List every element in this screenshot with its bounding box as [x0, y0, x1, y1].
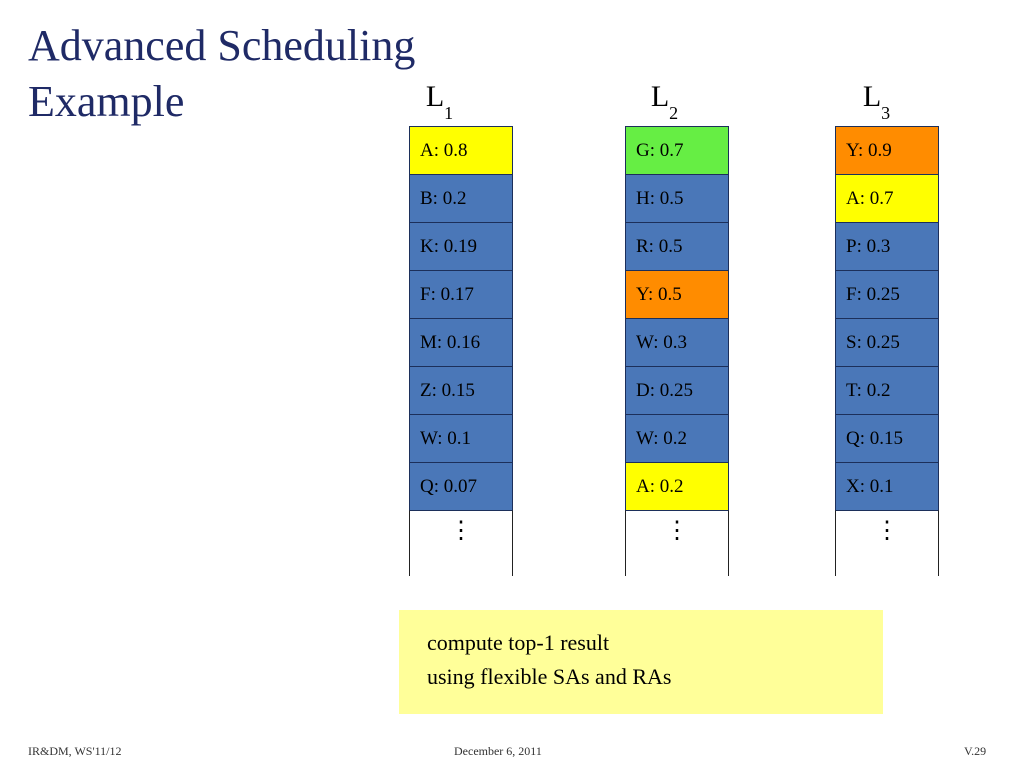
list-subscript: 3 [881, 103, 891, 123]
list-entry: W: 0.2 [625, 414, 729, 462]
list-entry: G: 0.7 [625, 126, 729, 174]
list-name: L [425, 80, 445, 113]
list-entry: Q: 0.07 [409, 462, 513, 510]
list-name: L [650, 80, 670, 113]
list-entry: B: 0.2 [409, 174, 513, 222]
footer-slide-number: V.29 [964, 744, 987, 758]
list-header-l2: L2 [612, 78, 717, 126]
title-line-2: Example [28, 77, 185, 126]
callout-line-2: using flexible SAs and RAs [427, 664, 672, 689]
list-entry: P: 0.3 [835, 222, 939, 270]
callout-line-1: compute top-1 result [427, 630, 610, 655]
list-continuation-ellipsis: ⋮ [835, 510, 939, 576]
footer-course: IR&DM, WS'11/12 [28, 744, 122, 758]
list-entry: F: 0.25 [835, 270, 939, 318]
list-entry: W: 0.3 [625, 318, 729, 366]
list-entry: A: 0.8 [409, 126, 513, 174]
list-header-l3: L3 [824, 78, 929, 126]
slide-title: Advanced Scheduling Example [28, 18, 415, 130]
footer-date: December 6, 2011 [454, 744, 542, 758]
list-subscript: 1 [444, 103, 454, 123]
list-continuation-ellipsis: ⋮ [625, 510, 729, 576]
list-name: L [862, 80, 882, 113]
list-entry: W: 0.1 [409, 414, 513, 462]
list-entry: A: 0.7 [835, 174, 939, 222]
list-entry: T: 0.2 [835, 366, 939, 414]
list-entry: Y: 0.5 [625, 270, 729, 318]
list-entry: Y: 0.9 [835, 126, 939, 174]
list-header-l1: L1 [387, 78, 492, 126]
list-entry: D: 0.25 [625, 366, 729, 414]
list-entry: X: 0.1 [835, 462, 939, 510]
list-entry: Q: 0.15 [835, 414, 939, 462]
list-entry: R: 0.5 [625, 222, 729, 270]
list-entry: A: 0.2 [625, 462, 729, 510]
title-line-1: Advanced Scheduling [28, 21, 416, 70]
list-entry: S: 0.25 [835, 318, 939, 366]
score-list-l3: Y: 0.9 A: 0.7 P: 0.3 F: 0.25 S: 0.25 T: … [835, 126, 939, 576]
list-entry: K: 0.19 [409, 222, 513, 270]
list-entry: Z: 0.15 [409, 366, 513, 414]
score-list-l2: G: 0.7 H: 0.5 R: 0.5 Y: 0.5 W: 0.3 D: 0.… [625, 126, 729, 576]
list-entry: H: 0.5 [625, 174, 729, 222]
callout-box: compute top-1 result using flexible SAs … [399, 610, 883, 714]
score-list-l1: A: 0.8 B: 0.2 K: 0.19 F: 0.17 M: 0.16 Z:… [409, 126, 513, 576]
list-entry: F: 0.17 [409, 270, 513, 318]
list-entry: M: 0.16 [409, 318, 513, 366]
list-subscript: 2 [669, 103, 679, 123]
list-continuation-ellipsis: ⋮ [409, 510, 513, 576]
